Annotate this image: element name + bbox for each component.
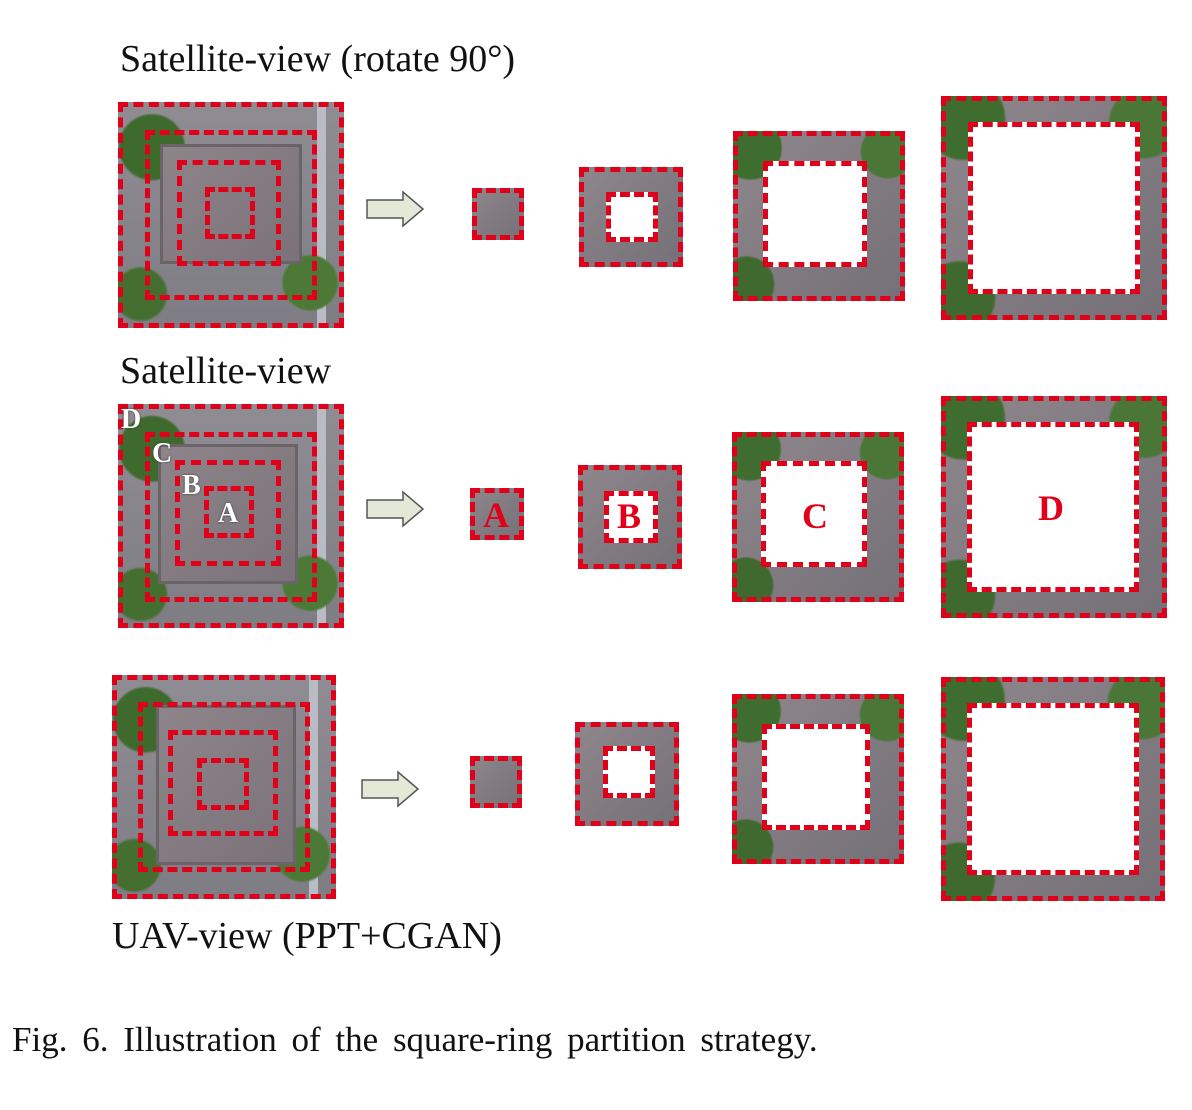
figure-caption: Fig. 6. Illustration of the square-ring … [12,1020,818,1059]
source-label-a: A [218,498,239,529]
row1-title: Satellite-view (rotate 90°) [120,38,516,80]
row3-title: UAV-view (PPT+CGAN) [112,915,502,957]
part-label-b: B [617,496,642,536]
part-label-c: C [802,496,828,536]
row3-arrow-icon [361,770,420,808]
row1-arrow-icon [366,190,425,228]
row2-arrow-icon [366,490,425,528]
source-label-b: B [182,470,201,501]
part-label-d: D [1038,488,1064,528]
row2-title: Satellite-view [120,350,332,392]
source-label-c: C [152,438,173,469]
part-label-a: A [483,495,509,535]
source-label-d: D [121,404,142,435]
